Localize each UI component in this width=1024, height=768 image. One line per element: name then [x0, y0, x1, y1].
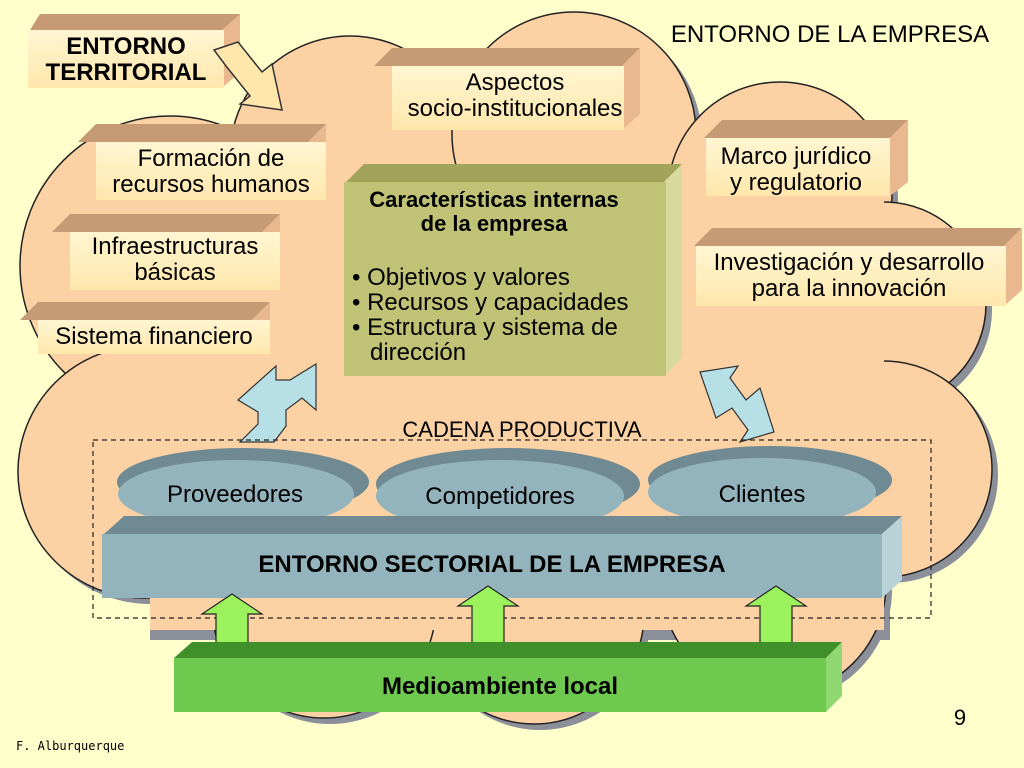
- investigacion-line1: Investigación y desarrollo: [713, 249, 985, 276]
- infraestructuras-label: Infraestructuras básicas: [70, 234, 280, 286]
- internal-list: • Objetivos y valores • Recursos y capac…: [352, 264, 662, 366]
- chain-node-proveedores: Proveedores: [166, 481, 304, 508]
- internal-title-line2: de la empresa: [420, 210, 568, 236]
- infraestructuras-box: [52, 214, 280, 290]
- internal-item: dirección: [370, 338, 467, 366]
- sector-label: ENTORNO SECTORIAL DE LA EMPRESA: [258, 551, 726, 578]
- financiero-box: [20, 302, 270, 354]
- internal-item: • Objetivos y valores: [352, 264, 570, 291]
- aspectos-line1: Aspectos: [465, 69, 565, 96]
- local-bar: [174, 642, 842, 712]
- marco-label: Marco jurídico y regulatorio: [706, 144, 886, 196]
- internal-box: [344, 164, 682, 376]
- chain-ellipses: [117, 446, 892, 532]
- author-credit: F. Alburquerque: [16, 739, 125, 753]
- territorial-arrow: [212, 41, 283, 111]
- investigacion-line2: para la innovación: [751, 274, 947, 302]
- chain-label: CADENA PRODUCTIVA: [402, 417, 642, 442]
- territorial-label-line2: TERRITORIAL: [45, 58, 207, 86]
- financiero-label: Sistema financiero: [38, 324, 270, 350]
- internal-title-line1: Características internas: [369, 187, 619, 212]
- marco-box: [704, 120, 908, 196]
- infraestructuras-line1: Infraestructuras: [91, 233, 259, 260]
- internal-item: • Recursos y capacidades: [352, 288, 629, 316]
- page-title: ENTORNO DE LA EMPRESA: [670, 21, 990, 48]
- formacion-line2: recursos humanos: [112, 170, 310, 198]
- aspectos-label: Aspectos socio-institucionales: [392, 70, 638, 122]
- page-number: 9: [953, 705, 967, 730]
- sector-bar: [102, 516, 902, 598]
- formacion-line1: Formación de: [137, 145, 285, 172]
- internal-title: Características internas de la empresa: [344, 188, 644, 236]
- local-label: Medioambiente local: [381, 673, 619, 700]
- financiero-line1: Sistema financiero: [55, 323, 253, 350]
- formacion-box: [78, 124, 326, 200]
- investigacion-box: [694, 228, 1022, 306]
- territorial-label-line1: ENTORNO: [66, 33, 186, 60]
- marco-line2: y regulatorio: [729, 168, 863, 196]
- chain-node-competidores: Competidores: [425, 483, 575, 510]
- double-arrow-right: [699, 365, 775, 444]
- chain-node-clientes: Clientes: [718, 481, 806, 508]
- infraestructuras-line2: básicas: [134, 258, 216, 286]
- aspectos-box: [374, 48, 640, 130]
- chain-frame: [92, 439, 932, 619]
- formacion-label: Formación de recursos humanos: [96, 146, 326, 198]
- territorial-label: ENTORNO TERRITORIAL: [28, 34, 224, 86]
- investigacion-label: Investigación y desarrollo para la innov…: [696, 250, 1002, 302]
- internal-item: • Estructura y sistema de: [352, 313, 618, 341]
- marco-line1: Marco jurídico: [720, 143, 872, 170]
- aspectos-line2: socio-institucionales: [407, 94, 623, 122]
- double-arrow-left: [236, 362, 317, 443]
- territorial-box: [28, 14, 240, 88]
